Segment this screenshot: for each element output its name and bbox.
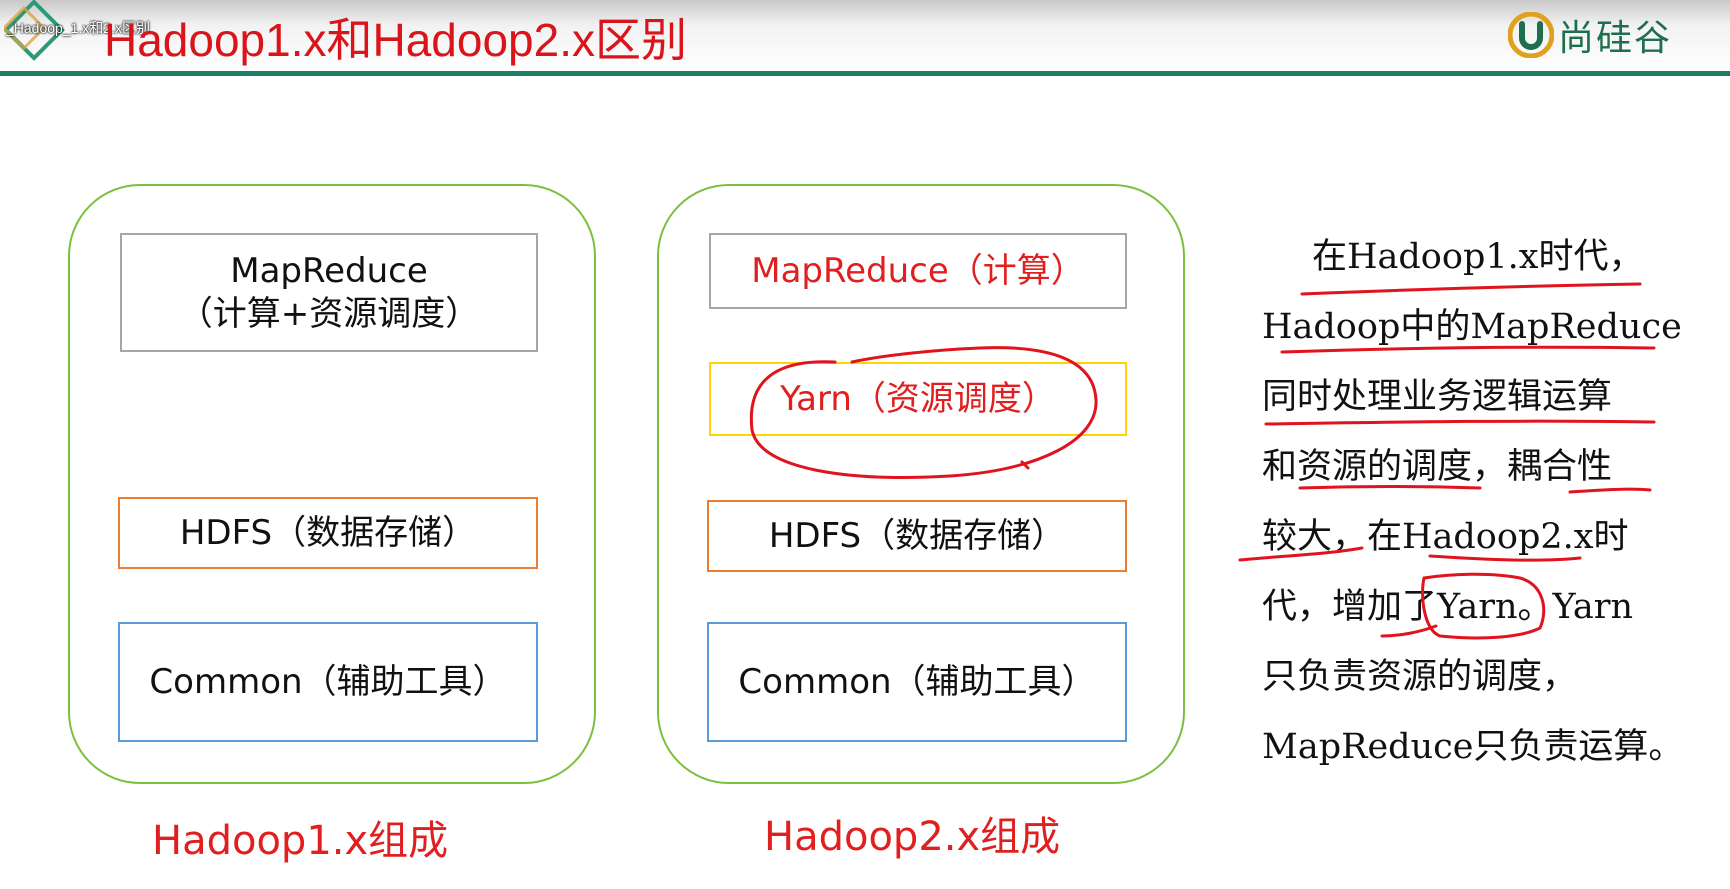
hadoop1-container: [68, 184, 596, 784]
description-line: 在Hadoop1.x时代，: [1312, 237, 1644, 277]
hadoop1-mapreduce-box: MapReduce （计算+资源调度）: [120, 233, 538, 352]
description-line: Hadoop中的MapReduce: [1262, 307, 1682, 347]
hadoop2-hdfs-label: HDFS（数据存储）: [768, 515, 1066, 556]
hadoop2-container: [657, 184, 1185, 784]
slide-title: Hadoop1.x和Hadoop2.x区别: [104, 14, 687, 66]
description-line: 较大，在Hadoop2.x时: [1262, 517, 1629, 557]
hadoop1-common-label: Common（辅助工具）: [149, 661, 507, 702]
description-text: 在Hadoop1.x时代， Hadoop中的MapReduce 同时处理业务逻辑…: [1262, 222, 1692, 782]
hadoop2-hdfs-box: HDFS（数据存储）: [707, 500, 1127, 572]
hadoop2-caption: Hadoop2.x组成: [764, 814, 1061, 860]
hadoop2-common-label: Common（辅助工具）: [738, 661, 1096, 702]
description-line: 代，增加了Yarn。Yarn: [1262, 587, 1634, 627]
brand-name: 尚硅谷: [1558, 18, 1673, 59]
hadoop1-caption: Hadoop1.x组成: [152, 818, 449, 864]
hadoop1-hdfs-label: HDFS（数据存储）: [179, 512, 477, 553]
brand-logo: 尚硅谷: [1508, 10, 1672, 60]
hadoop2-mapreduce-box: MapReduce（计算）: [709, 233, 1127, 309]
slide-header: [0, 0, 1730, 72]
hadoop2-mapreduce-label: MapReduce（计算）: [751, 250, 1085, 291]
description-line: 和资源的调度，耦合性: [1262, 447, 1613, 487]
hadoop2-yarn-box: Yarn（资源调度）: [709, 362, 1127, 436]
description-line: 只负责资源的调度，: [1262, 657, 1578, 697]
header-divider: [0, 71, 1730, 76]
window-title: _Hadoop_1.x和2.x区别: [6, 20, 150, 36]
description-line: MapReduce只负责运算。: [1262, 727, 1684, 767]
hadoop1-mapreduce-title: MapReduce: [230, 251, 428, 291]
description-line: 同时处理业务逻辑运算: [1262, 377, 1613, 417]
hadoop2-common-box: Common（辅助工具）: [707, 622, 1127, 742]
brand-mark-icon: [1508, 12, 1554, 58]
hadoop1-mapreduce-desc: （计算+资源调度）: [178, 293, 480, 334]
hadoop1-hdfs-box: HDFS（数据存储）: [118, 497, 538, 569]
diamond-logo-icon: [4, 0, 65, 61]
hadoop2-yarn-label: Yarn（资源调度）: [780, 378, 1056, 419]
hadoop1-common-box: Common（辅助工具）: [118, 622, 538, 742]
